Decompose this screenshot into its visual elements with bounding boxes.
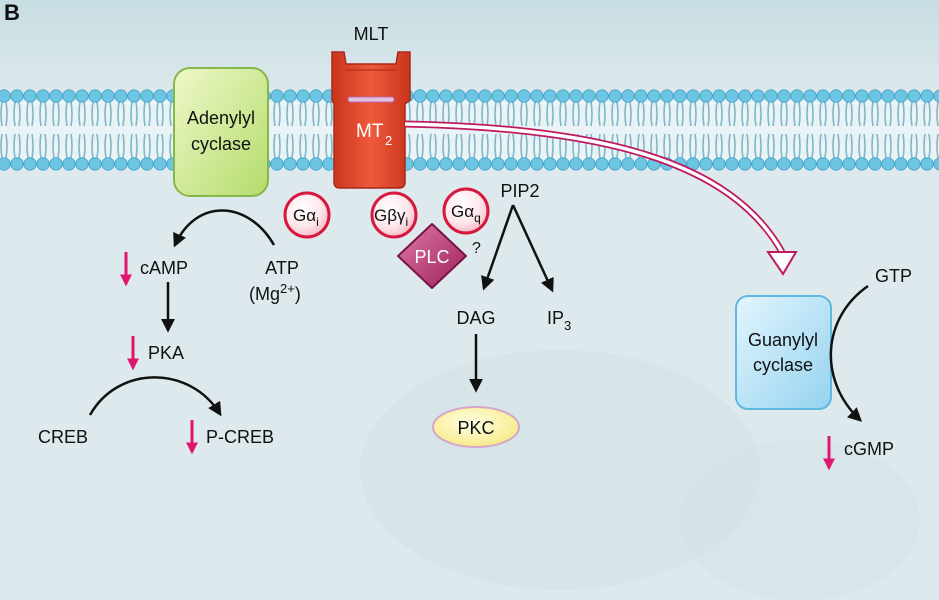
panel-letter: B xyxy=(4,0,20,25)
question-mark: ? xyxy=(472,240,481,257)
svg-text:Gαq: Gαq xyxy=(451,202,481,225)
adenylyl-cyclase: Adenylyl cyclase xyxy=(173,67,269,197)
atp-cofactor: (Mg2+) xyxy=(249,281,301,304)
ligand-label: MLT xyxy=(354,24,389,44)
pka-label: PKA xyxy=(148,343,184,363)
svg-text:Gβγi: Gβγi xyxy=(374,206,408,229)
guanylyl-cyclase: Guanylyl cyclase xyxy=(735,295,832,410)
dag-label: DAG xyxy=(456,308,495,328)
g-beta-gamma: Gβγi xyxy=(370,191,418,239)
adenylyl-cyclase-line2: cyclase xyxy=(191,134,251,154)
creb-label: CREB xyxy=(38,427,88,447)
pip2-to-dag-arrow xyxy=(481,204,515,291)
p-creb-label: P-CREB xyxy=(206,427,274,447)
extracellular-background xyxy=(0,0,939,95)
camp-label: cAMP xyxy=(140,258,188,278)
receptor-to-guanylyl-arrow xyxy=(404,120,798,276)
g-alpha-q: Gαq xyxy=(442,187,490,235)
cgmp-label: cGMP xyxy=(844,439,894,459)
mt2-receptor: MT 2 xyxy=(331,51,411,189)
guanylyl-cyclase-line2: cyclase xyxy=(753,355,813,375)
pkc-label: PKC xyxy=(457,418,494,438)
gtp-label: GTP xyxy=(875,266,912,286)
pip2-label: PIP2 xyxy=(500,181,539,201)
atp-label: ATP xyxy=(265,258,299,278)
nucleus-shadow-2 xyxy=(680,440,920,600)
svg-text:Gαi: Gαi xyxy=(293,206,319,229)
plc: PLC xyxy=(397,223,467,289)
gtp-to-cgmp-arrow xyxy=(829,284,869,422)
pip2-to-ip3-arrow xyxy=(511,204,554,293)
ip3-label: IP3 xyxy=(547,308,571,333)
receptor-name: MT xyxy=(356,121,384,142)
adenylyl-cyclase-line1: Adenylyl xyxy=(187,108,255,128)
plc-label: PLC xyxy=(414,247,449,267)
receptor-subscript: 2 xyxy=(385,133,392,148)
creb-phosphorylation-arrow xyxy=(88,376,222,417)
pkc: PKC xyxy=(432,406,520,448)
atp-to-camp-arrow xyxy=(173,209,276,248)
guanylyl-cyclase-line1: Guanylyl xyxy=(748,330,818,350)
g-alpha-i: Gαi xyxy=(283,191,331,239)
